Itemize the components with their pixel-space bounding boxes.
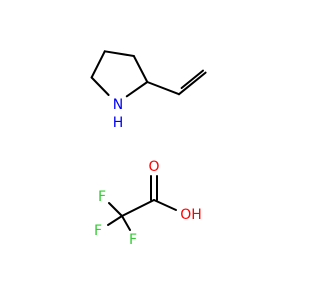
amine-hydrogen-label: H — [113, 115, 124, 131]
ring-bond-c5-n — [90, 76, 110, 96]
fluorine-left-label: F — [94, 223, 102, 239]
ring-bond-n-c2 — [125, 81, 149, 98]
ring-bond-c3-c4 — [103, 50, 135, 57]
c-f-top-bond — [108, 202, 123, 217]
c-oh-bond — [153, 199, 177, 211]
c-c-bond — [121, 199, 155, 217]
c-f-left-bond — [107, 215, 123, 226]
c-f-bottom-bond — [121, 215, 131, 231]
fluorine-top-label: F — [98, 189, 106, 205]
vinyl-double-bond-outer — [178, 71, 207, 96]
ring-bond-c2-c3 — [132, 55, 149, 83]
carbonyl-oxygen-label: O — [148, 159, 159, 175]
vinylpyrrolidine-molecule: N H — [90, 50, 207, 131]
fluorine-bottom-label: F — [129, 232, 137, 248]
chemical-structure-canvas: N H O OH F F F — [90, 50, 207, 248]
vinyl-single-bond — [146, 81, 180, 96]
vinyl-double-bond-inner — [180, 69, 204, 89]
nitrogen-atom-label: N — [113, 97, 123, 113]
trifluoroacetic-acid-molecule: O OH F F F — [94, 159, 202, 248]
hydroxyl-label: OH — [180, 207, 202, 223]
ring-bond-c4-c5 — [90, 50, 106, 79]
